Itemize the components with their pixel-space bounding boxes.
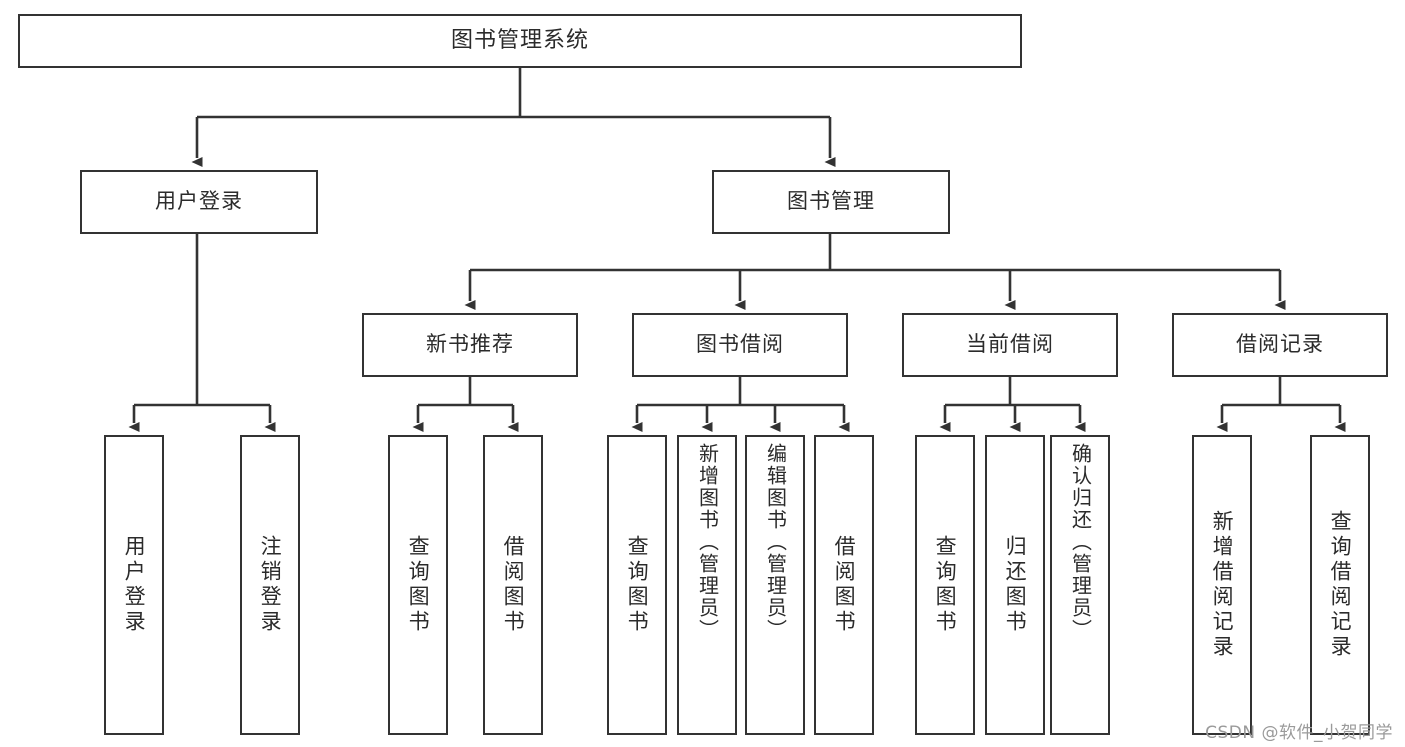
node-root-label: 图书管理系统 <box>450 27 589 53</box>
node-borrow-record-label: 借阅记录 <box>1236 332 1324 357</box>
leaf-add-book-admin-label: 新增图书（管理员） <box>695 443 720 641</box>
leaf-query-book-rec[interactable]: 查询图书 <box>388 435 448 735</box>
leaf-edit-book-admin-label: 编辑图书（管理员） <box>763 443 788 641</box>
node-new-book-recommend[interactable]: 新书推荐 <box>362 313 578 377</box>
leaf-return-book[interactable]: 归还图书 <box>985 435 1045 735</box>
leaf-query-book-borrow[interactable]: 查询图书 <box>607 435 667 735</box>
leaf-user-login-label: 用户登录 <box>122 535 147 635</box>
node-book-management-label: 图书管理 <box>787 189 875 214</box>
leaf-query-borrow-record-label: 查询借阅记录 <box>1328 510 1353 660</box>
leaf-query-book-rec-label: 查询图书 <box>406 535 431 635</box>
leaf-add-borrow-record-label: 新增借阅记录 <box>1210 510 1235 660</box>
node-current-borrow-label: 当前借阅 <box>966 332 1054 357</box>
leaf-borrow-book-rec[interactable]: 借阅图书 <box>483 435 543 735</box>
leaf-user-login[interactable]: 用户登录 <box>104 435 164 735</box>
node-current-borrow[interactable]: 当前借阅 <box>902 313 1118 377</box>
leaf-confirm-return-admin[interactable]: 确认归还（管理员） <box>1050 435 1110 735</box>
node-user-login[interactable]: 用户登录 <box>80 170 318 234</box>
leaf-query-book-current[interactable]: 查询图书 <box>915 435 975 735</box>
node-book-management[interactable]: 图书管理 <box>712 170 950 234</box>
leaf-edit-book-admin[interactable]: 编辑图书（管理员） <box>745 435 805 735</box>
node-user-login-label: 用户登录 <box>155 189 243 214</box>
leaf-logout[interactable]: 注销登录 <box>240 435 300 735</box>
leaf-borrow-book-rec-label: 借阅图书 <box>501 535 526 635</box>
leaf-add-book-admin[interactable]: 新增图书（管理员） <box>677 435 737 735</box>
leaf-borrow-book-label: 借阅图书 <box>832 535 857 635</box>
leaf-query-book-current-label: 查询图书 <box>933 535 958 635</box>
node-new-book-recommend-label: 新书推荐 <box>426 332 514 357</box>
leaf-logout-label: 注销登录 <box>258 535 283 635</box>
watermark: CSDN @软件_小贺同学 <box>1205 723 1393 743</box>
leaf-query-borrow-record[interactable]: 查询借阅记录 <box>1310 435 1370 735</box>
node-borrow-record[interactable]: 借阅记录 <box>1172 313 1388 377</box>
leaf-add-borrow-record[interactable]: 新增借阅记录 <box>1192 435 1252 735</box>
leaf-confirm-return-admin-label: 确认归还（管理员） <box>1068 443 1093 641</box>
leaf-return-book-label: 归还图书 <box>1003 535 1028 635</box>
leaf-query-book-borrow-label: 查询图书 <box>625 535 650 635</box>
leaf-borrow-book[interactable]: 借阅图书 <box>814 435 874 735</box>
node-root-system[interactable]: 图书管理系统 <box>18 14 1022 68</box>
node-book-borrow-label: 图书借阅 <box>696 332 784 357</box>
node-book-borrow[interactable]: 图书借阅 <box>632 313 848 377</box>
